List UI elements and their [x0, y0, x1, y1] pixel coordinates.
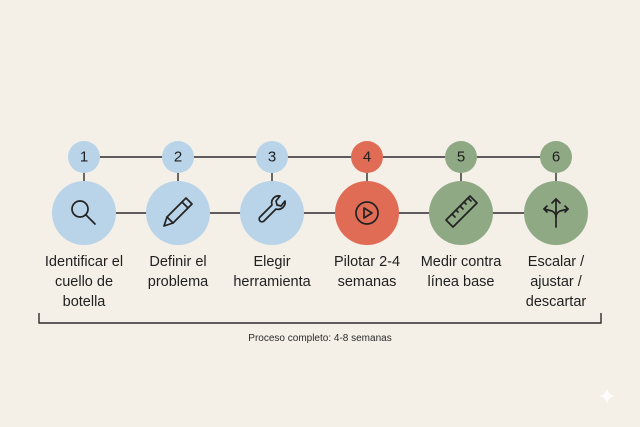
- total-duration-label: Proceso completo: 4-8 semanas: [248, 333, 392, 344]
- step-icon-circle-3: [240, 181, 304, 245]
- step-label-6: Escalar / ajustar / descartar: [506, 252, 606, 312]
- icon-circle: [146, 181, 210, 245]
- step-icon-circle-4: [335, 181, 399, 245]
- icon-circle: [429, 181, 493, 245]
- ruler-icon: [445, 195, 478, 228]
- step-number-6: 6: [540, 141, 572, 173]
- step-label-1: Identificar el cuello de botella: [34, 252, 134, 312]
- step-label-2: Definir el problema: [128, 252, 228, 292]
- step-number-text: 1: [80, 149, 88, 166]
- step-label-line: cuello de: [54, 274, 114, 290]
- step-label-line: Pilotar 2-4: [333, 254, 401, 270]
- step-label-line: Elegir: [253, 254, 291, 270]
- step-icon-circle-2: [146, 181, 210, 245]
- icon-circle: [335, 181, 399, 245]
- step-number-text: 4: [363, 149, 371, 166]
- split-arrows-icon: [543, 198, 569, 228]
- number-circle: [445, 141, 477, 173]
- step-label-line: Identificar el: [44, 254, 124, 270]
- step-label-line: descartar: [525, 294, 587, 310]
- step-number-1: 1: [68, 141, 100, 173]
- step-label-4: Pilotar 2-4 semanas: [317, 252, 417, 292]
- step-number-2: 2: [162, 141, 194, 173]
- step-icon-circle-5: [429, 181, 493, 245]
- pen-icon: [163, 197, 193, 227]
- duration-bracket: [38, 313, 602, 324]
- search-icon: [71, 200, 96, 225]
- step-number-4: 4: [351, 141, 383, 173]
- step-label-line: línea base: [427, 274, 495, 290]
- step-number-text: 5: [457, 149, 465, 166]
- number-circle: [68, 141, 100, 173]
- step-number-5: 5: [445, 141, 477, 173]
- step-number-text: 3: [268, 149, 276, 166]
- number-circle: [256, 141, 288, 173]
- step-label-line: Escalar /: [527, 254, 585, 270]
- sparkle-icon: [599, 388, 615, 404]
- step-label-line: ajustar /: [530, 274, 582, 290]
- number-circle: [540, 141, 572, 173]
- step-label-line: Definir el: [149, 254, 207, 270]
- step-label-3: Elegir herramienta: [222, 252, 322, 292]
- step-label-line: Medir contra: [420, 254, 502, 270]
- step-label-line: semanas: [337, 274, 397, 290]
- step-label-line: herramienta: [233, 274, 311, 290]
- icon-circle: [52, 181, 116, 245]
- step-label-5: Medir contra línea base: [411, 252, 511, 292]
- step-icon-circle-1: [52, 181, 116, 245]
- wrench-icon: [258, 195, 286, 223]
- step-number-3: 3: [256, 141, 288, 173]
- step-number-text: 6: [552, 149, 560, 166]
- play-icon: [355, 201, 379, 225]
- number-circle: [351, 141, 383, 173]
- number-circle: [162, 141, 194, 173]
- step-label-line: botella: [62, 294, 106, 310]
- step-icon-circle-6: [524, 181, 588, 245]
- step-label-line: problema: [147, 274, 209, 290]
- step-number-text: 2: [174, 149, 182, 166]
